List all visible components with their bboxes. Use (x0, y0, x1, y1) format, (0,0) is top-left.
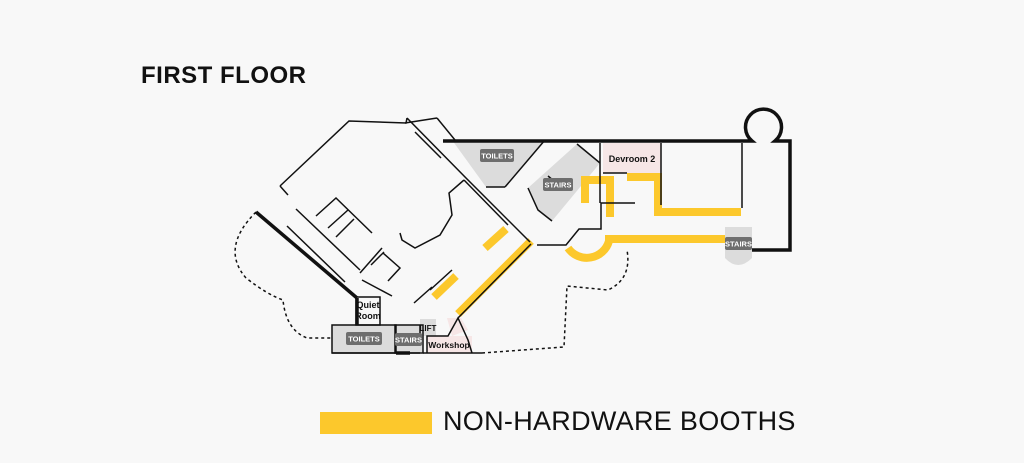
left-wing-walls (279, 117, 531, 304)
quiet-room-label-line2: Room (355, 311, 381, 321)
room-labels: Devroom 2 Quiet Room LIFT Workshop (355, 154, 655, 350)
booth-strip (627, 173, 741, 216)
booth-strip (482, 226, 509, 251)
floor-title: FIRST FLOOR (141, 62, 307, 89)
toilets-top-area (452, 140, 545, 187)
outer-wall (443, 107, 792, 252)
legend-label: NON-HARDWARE BOOTHS (443, 406, 796, 436)
lift-area (420, 319, 436, 336)
outdoor-path-right (481, 249, 629, 354)
toilets-bottom-badge: TOILETS (346, 332, 382, 345)
lift-label: LIFT (420, 324, 437, 333)
booth-strip (455, 238, 534, 317)
legend-swatch (320, 412, 432, 434)
outdoor-paths (234, 211, 629, 354)
workshop-label: Workshop (428, 340, 469, 350)
devroom-label: Devroom 2 (609, 154, 656, 164)
toilets-top-badge: TOILETS (480, 149, 514, 162)
stairs-right-badge: STAIRS (725, 237, 752, 250)
toilets-bottom-label: TOILETS (348, 335, 380, 344)
stairs-right-label: STAIRS (725, 240, 752, 249)
stairs-bottom-label: STAIRS (395, 336, 422, 345)
booth-strip (431, 273, 459, 300)
stairs-center-label: STAIRS (545, 181, 572, 190)
lift-side-fill (447, 318, 468, 336)
devroom-fill (603, 143, 661, 173)
non-hardware-booths (431, 173, 741, 317)
outer-wall-left (254, 210, 359, 300)
badges: TOILETS STAIRS STAIRS TOILETS STAIRS (346, 149, 752, 346)
booth-strip (581, 176, 609, 203)
outdoor-path-left (234, 211, 331, 339)
service-areas (332, 140, 752, 353)
booth-strip (564, 235, 725, 262)
workshop-fill (427, 336, 472, 353)
rooms-fill (427, 143, 661, 353)
quiet-room-label-line1: Quiet (356, 300, 379, 310)
stairs-bottom-badge: STAIRS (395, 333, 422, 346)
core-walls (457, 139, 743, 319)
toilets-top-label: TOILETS (481, 152, 513, 161)
stairs-center-badge: STAIRS (543, 178, 573, 191)
